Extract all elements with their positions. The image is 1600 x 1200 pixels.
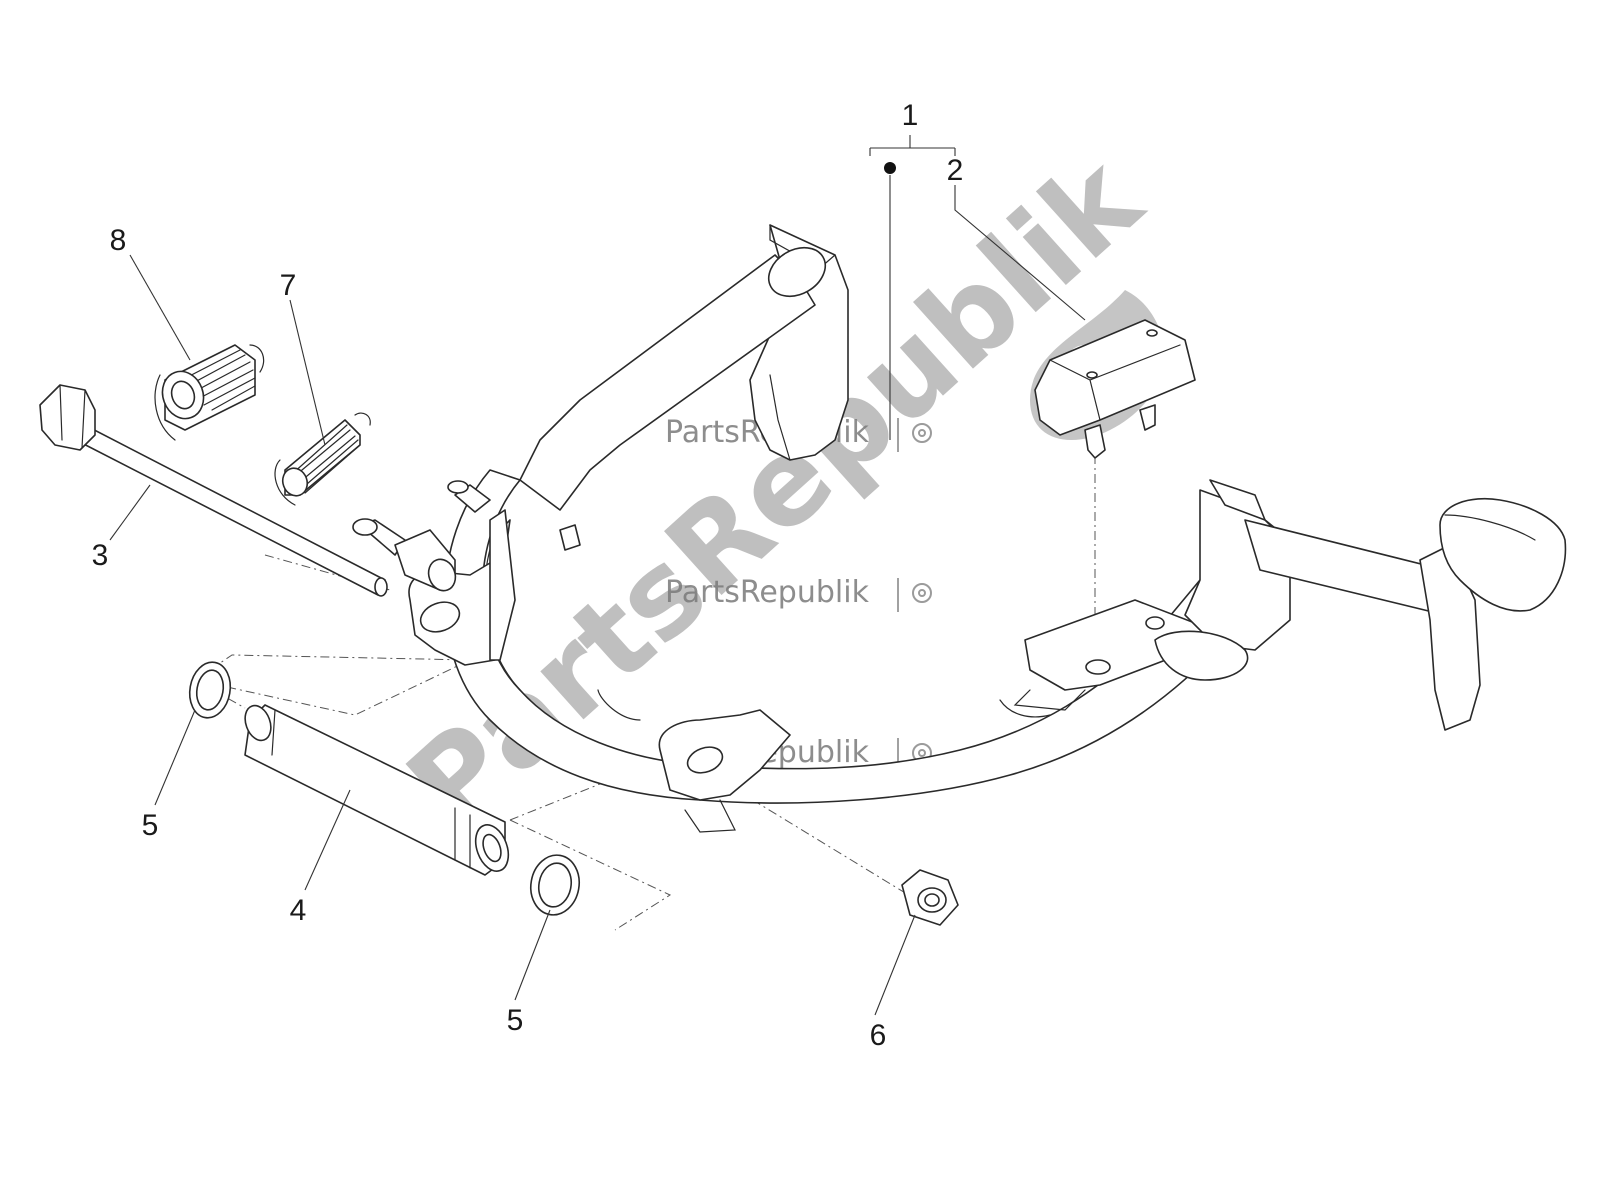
callout-5b: 5 — [507, 1004, 524, 1037]
callout-3: 3 — [92, 539, 109, 572]
gear-icon — [912, 583, 932, 603]
center-stand-frame — [408, 224, 1567, 833]
callout-2: 2 — [947, 154, 964, 187]
rubber-buffer-part-2 — [1034, 319, 1196, 459]
callout-dot — [884, 162, 896, 174]
large-spring-part-8 — [154, 344, 265, 441]
callout-8: 8 — [110, 224, 127, 257]
watermark-small-text: PartsRepublik — [665, 575, 870, 610]
callout-5a: 5 — [142, 809, 159, 842]
watermark-small-2: PartsRepublik — [665, 575, 932, 612]
callout-7: 7 — [280, 269, 297, 302]
callout-4: 4 — [290, 894, 307, 927]
pin-and-bushing — [352, 518, 457, 592]
callout-6: 6 — [870, 1019, 887, 1052]
leader-lines — [109, 135, 1086, 1016]
washer-part-5a — [188, 661, 232, 719]
lock-nut-part-6 — [901, 869, 959, 926]
callouts: 1 2 8 7 3 5 4 5 6 — [92, 99, 964, 1052]
sleeve-tube-part-4 — [244, 704, 510, 876]
pivot-bolt-part-3 — [39, 384, 388, 597]
washer-part-5b — [529, 854, 581, 916]
small-spring-part-7 — [274, 412, 371, 506]
gear-icon — [912, 423, 932, 443]
callout-1: 1 — [902, 99, 919, 132]
